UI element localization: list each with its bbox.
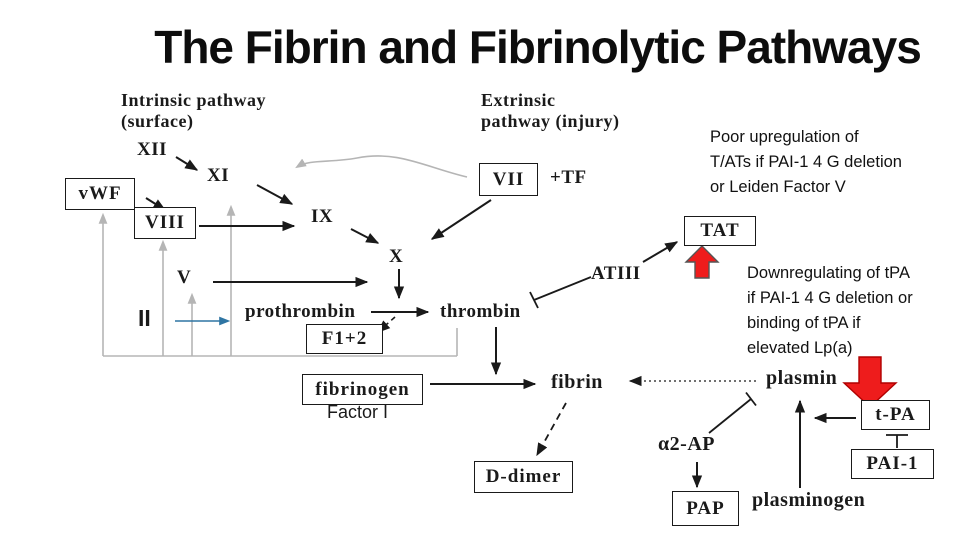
arrow-xii-xi (175, 156, 199, 171)
factor-i-label: Factor I (327, 402, 389, 422)
factor-xi-label: XI (207, 165, 230, 186)
factor-v-label: V (177, 267, 192, 288)
arrow-vii-x (430, 199, 492, 240)
intrinsic-line2: (surface) (121, 111, 194, 131)
feedback-curve-vii (295, 155, 468, 178)
factor-x-label: X (389, 246, 404, 267)
cascade-arrows (145, 156, 856, 489)
factor-xii-label: XII (137, 139, 168, 160)
pap-box: PAP (672, 491, 739, 526)
pai-1-box: PAI-1 (851, 449, 934, 479)
thrombin-label: thrombin (440, 301, 521, 322)
fibrinogen-box: fibrinogen (302, 374, 423, 405)
inhibit-a2ap-plasmin (708, 391, 757, 434)
arrow-xi-ix (256, 184, 294, 205)
tpa-annotation-line2: if PAI-1 4 G deletion or (747, 289, 913, 307)
slide-title: The Fibrin and Fibrinolytic Pathways (154, 21, 922, 73)
atiii-label: ATIII (591, 263, 641, 284)
plus-tf-label: +TF (550, 167, 587, 188)
tpa-annotation-line4: elevated Lp(a) (747, 339, 853, 357)
factor-ix-label: IX (311, 206, 334, 227)
extrinsic-line1: Extrinsic (481, 90, 556, 110)
tpa-annotation-line1: Downregulating of tPA (747, 264, 910, 282)
extrinsic-pathway-label: Extrinsic pathway (injury) (481, 90, 620, 132)
fibrin-label: fibrin (551, 371, 603, 393)
prothrombin-label: prothrombin (245, 301, 356, 322)
tpa-annotation: Downregulating of tPA if PAI-1 4 G delet… (747, 261, 913, 361)
intrinsic-pathway-label: Intrinsic pathway (surface) (121, 90, 266, 132)
f1-2-box: F1+2 (306, 324, 383, 354)
red-down-arrow-tpa (842, 356, 898, 408)
tat-annotation-line2: T/ATs if PAI-1 4 G deletion (710, 153, 902, 171)
inhibit-atiii-thrombin (529, 276, 592, 309)
tat-box: TAT (684, 216, 756, 246)
alpha2-antiplasmin-label: α2-AP (658, 433, 715, 455)
extrinsic-line2: pathway (injury) (481, 111, 620, 131)
plasmin-label: plasmin (766, 367, 838, 389)
arrow-ix-x (350, 228, 380, 244)
d-dimer-box: D-dimer (474, 461, 573, 493)
t-pa-box: t-PA (861, 400, 930, 430)
intrinsic-line1: Intrinsic pathway (121, 90, 267, 110)
plasminogen-label: plasminogen (752, 489, 866, 511)
tat-annotation-line1: Poor upregulation of (710, 128, 859, 146)
inhibit-pai1-tpa (886, 434, 908, 448)
tat-annotation-line3: or Leiden Factor V (710, 178, 846, 196)
factor-vii-box: VII (479, 163, 538, 196)
arrow-fibrin-ddimer-dashed (536, 402, 567, 457)
arrow-atiii-tat (642, 241, 679, 263)
vwf-box: vWF (65, 178, 135, 210)
red-up-arrow-tat (684, 245, 720, 279)
factor-ii-label: II (138, 305, 151, 331)
factor-viii-box: VIII (134, 207, 196, 239)
inhibition-lines (529, 276, 908, 448)
thrombin-feedback-lines (98, 155, 468, 357)
tat-annotation: Poor upregulation of T/ATs if PAI-1 4 G … (710, 125, 902, 200)
tpa-annotation-line3: binding of tPA if (747, 314, 861, 332)
